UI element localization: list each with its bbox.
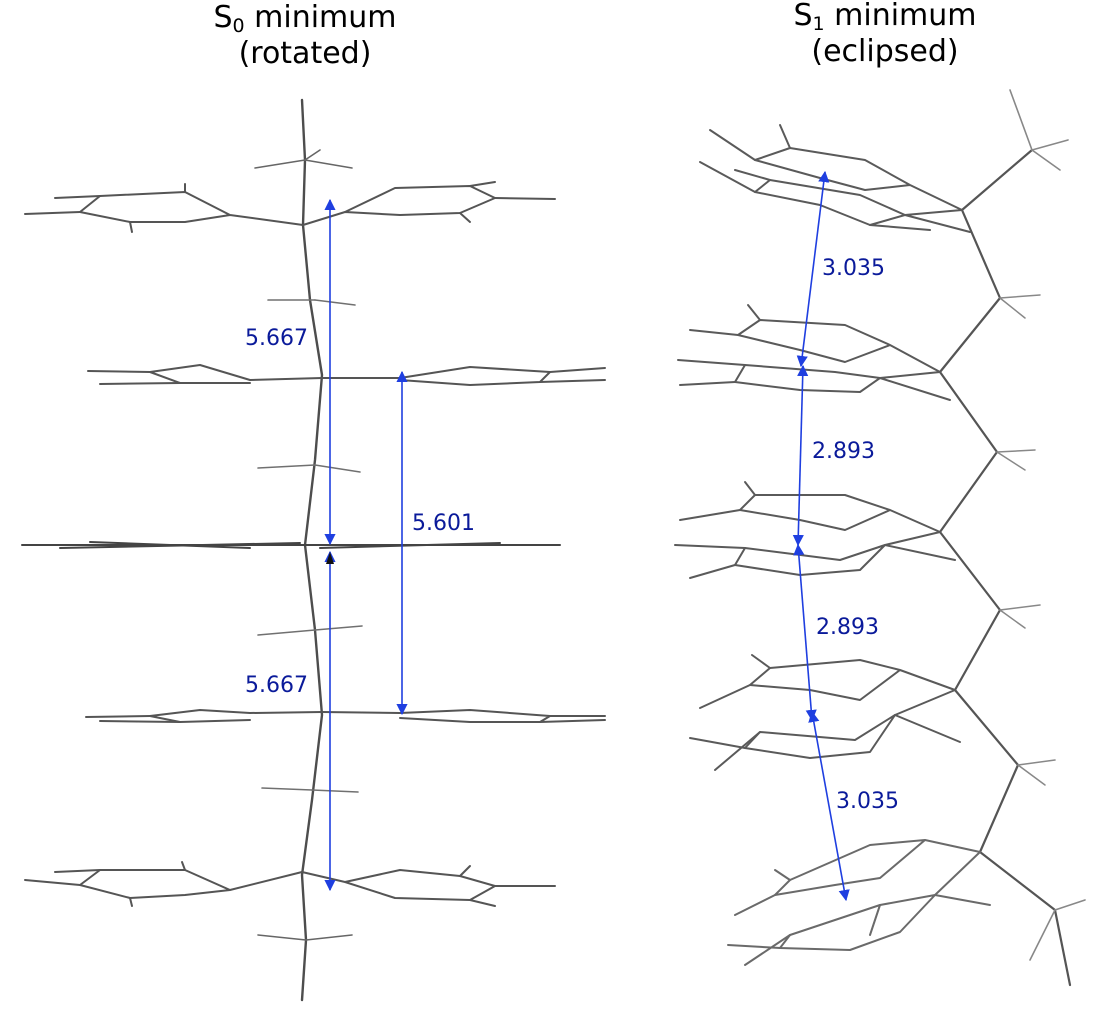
left-distance-arrows — [324, 198, 408, 892]
left-methyl-top — [254, 149, 353, 169]
left-molecule-skeleton — [21, 98, 606, 1002]
left-ring-layer-3 — [21, 541, 561, 549]
left-distance-label-2: 5.601 — [412, 511, 475, 536]
right-arrow-4 — [808, 710, 850, 902]
right-arrow-1 — [796, 170, 830, 368]
right-title-subscript: 1 — [812, 13, 825, 35]
left-title-line2: (rotated) — [238, 36, 372, 71]
right-arrow-2 — [792, 364, 809, 547]
left-methyl-bottom — [257, 934, 353, 941]
right-title-word: minimum — [824, 0, 977, 33]
left-title-symbol: S — [213, 0, 233, 35]
left-ring-layer-2 — [87, 364, 606, 386]
right-distance-label-2: 2.893 — [812, 439, 875, 464]
left-panel-title: S0 minimum (rotated) — [130, 0, 480, 72]
right-title-line2: (eclipsed) — [811, 34, 959, 69]
left-distance-label-3: 5.667 — [245, 673, 308, 698]
left-ring-layer-1 — [24, 181, 556, 233]
left-ring-layer-4 — [85, 709, 606, 723]
right-ring-group-5 — [727, 839, 991, 966]
right-ring-group-3 — [674, 481, 956, 579]
right-ring-group-1 — [699, 124, 971, 233]
right-methyl-groups — [1009, 89, 1086, 961]
left-ch2-linkers — [257, 299, 363, 793]
right-backbone — [938, 148, 1072, 987]
right-distance-arrows — [792, 170, 850, 902]
right-panel-title: S1 minimum (eclipsed) — [700, 0, 1070, 70]
right-ch2-hydrogens — [996, 294, 1056, 786]
right-ring-group-2 — [677, 304, 951, 401]
right-ring-group-4 — [689, 654, 961, 771]
right-distance-label-4: 3.035 — [836, 789, 899, 814]
left-backbone — [300, 98, 324, 1002]
right-arrow-3 — [793, 543, 817, 722]
left-center-marker-icon — [326, 552, 334, 564]
right-distance-label-1: 3.035 — [822, 256, 885, 281]
left-ring-layer-5 — [24, 861, 556, 907]
left-title-subscript: 0 — [232, 15, 245, 37]
right-molecule-skeleton — [674, 89, 1086, 987]
left-distance-label-1: 5.667 — [245, 326, 308, 351]
left-title-word: minimum — [244, 0, 397, 35]
right-title-symbol: S — [793, 0, 813, 33]
right-distance-label-3: 2.893 — [816, 615, 879, 640]
